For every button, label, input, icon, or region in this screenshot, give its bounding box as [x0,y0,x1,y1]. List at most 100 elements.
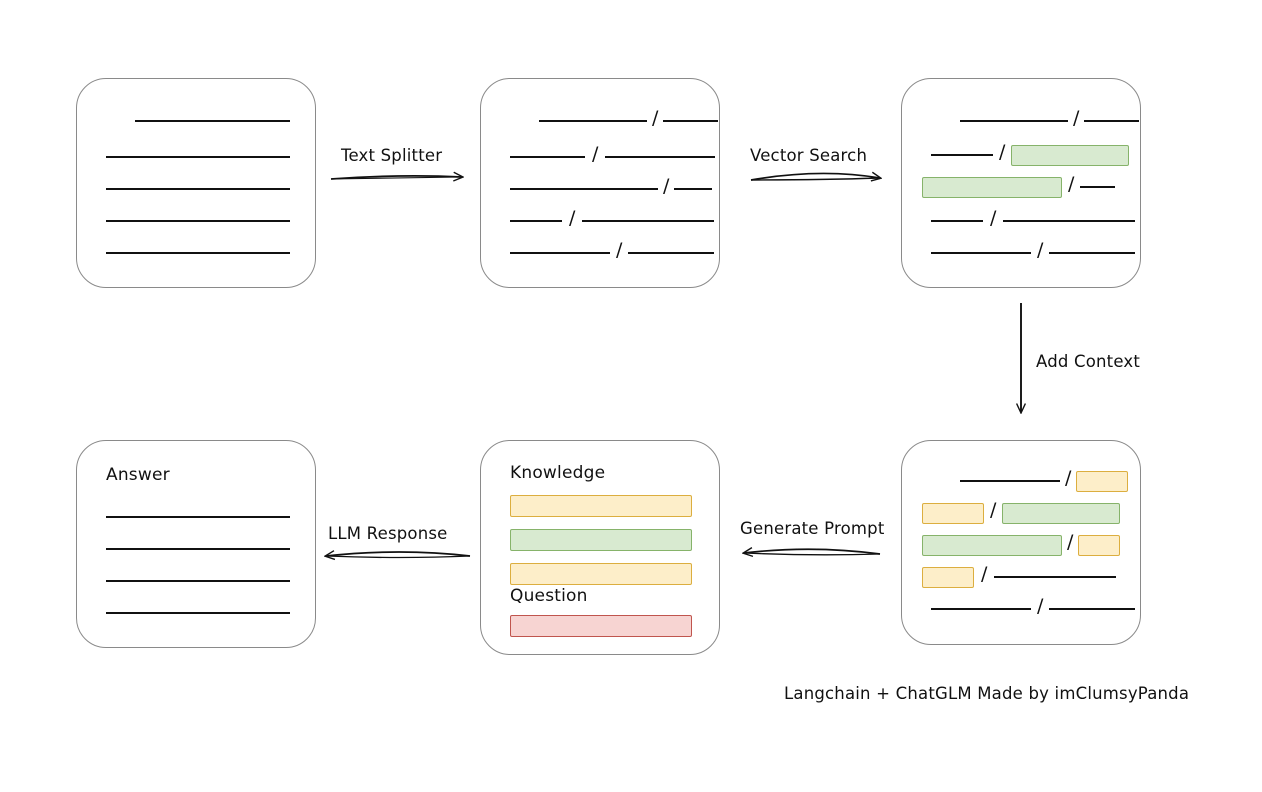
text-rule [1003,220,1136,222]
edge-label-vector-search: Vector Search [750,146,868,165]
doc-line: / [481,106,719,131]
text-rule [931,220,983,222]
text-rule [1049,608,1136,610]
vector-search-results-box[interactable]: / / / / / [901,78,1141,288]
text-rule [106,516,290,518]
doc-line: / [902,106,1140,131]
text-rule [106,580,290,582]
context-chunk-highlight [1076,470,1129,492]
answer-label: Answer [106,465,170,485]
text-rule [106,220,290,222]
edge-label-generate-prompt: Generate Prompt [740,519,885,538]
text-rule [931,252,1031,254]
chunk-separator-icon: / [981,562,988,585]
text-rule [663,120,719,122]
knowledge-label: Knowledge [510,463,606,483]
text-rule [106,612,290,614]
matched-chunk-highlight [1011,144,1130,166]
context-chunk-highlight [922,502,984,524]
chunk-separator-icon: / [663,174,670,197]
text-rule [135,120,290,122]
doc-line [77,603,315,623]
edge-text-splitter [330,176,462,179]
doc-line [77,111,315,131]
text-rule [960,120,1068,122]
text-rule [106,188,290,190]
context-chunk-highlight [1078,534,1121,556]
chunk-separator-icon: / [1073,106,1080,129]
edge-llm-response [326,552,471,558]
matched-chunk-highlight [922,176,1062,198]
doc-line: / [902,498,1140,524]
doc-line: / [481,174,719,199]
chunk-separator-icon: / [616,238,623,261]
edge-label-add-context: Add Context [1036,352,1141,371]
split-chunks-box[interactable]: / / / / / [480,78,720,288]
doc-line: / [902,530,1140,556]
text-rule [510,220,562,222]
edge-label-llm-response: LLM Response [328,524,448,543]
edge-vector-search [750,173,880,180]
doc-line [77,179,315,199]
doc-line [77,539,315,559]
text-rule [960,480,1060,482]
doc-line: / [902,238,1140,263]
doc-line: / [481,238,719,263]
context-added-chunks-box[interactable]: / / / / / [901,440,1141,645]
doc-line: / [902,466,1140,492]
matched-chunk-highlight [1002,502,1121,524]
chunk-separator-icon: / [999,140,1006,163]
text-rule [605,156,716,158]
text-rule [1084,120,1140,122]
chunk-separator-icon: / [990,206,997,229]
text-rule [106,156,290,158]
doc-line: / [902,206,1140,231]
text-rule [582,220,715,222]
doc-line [77,147,315,167]
doc-line: / [902,562,1140,588]
doc-line [77,507,315,527]
footer-credit: Langchain + ChatGLM Made by imClumsyPand… [784,684,1190,703]
text-rule [106,252,290,254]
question-label: Question [510,586,588,606]
text-rule [106,548,290,550]
text-rule [931,608,1031,610]
chunk-separator-icon: / [1067,530,1074,553]
doc-line: / [902,172,1140,198]
question-bar [510,615,692,637]
matched-chunk-highlight [922,534,1062,556]
text-rule [510,156,585,158]
doc-line: / [481,208,719,231]
context-chunk-highlight [922,566,974,588]
text-rule [994,576,1117,578]
doc-line: / [902,594,1140,619]
chunk-separator-icon: / [1037,594,1044,617]
text-rule [1049,252,1136,254]
chunk-separator-icon: / [652,106,659,129]
chunk-separator-icon: / [1065,466,1072,489]
source-document-box[interactable] [76,78,316,288]
edge-generate-prompt [744,549,881,555]
chunk-separator-icon: / [990,498,997,521]
doc-line: / [481,142,719,167]
edge-label-text-splitter: Text Splitter [341,146,443,165]
knowledge-bar [510,529,692,551]
doc-line [77,243,315,263]
chunk-separator-icon: / [1037,238,1044,261]
text-rule [510,188,658,190]
text-rule [510,252,610,254]
doc-line [77,211,315,231]
text-rule [539,120,647,122]
knowledge-bar [510,495,692,517]
text-rule [674,188,713,190]
text-rule [628,252,715,254]
generated-prompt-box[interactable]: Knowledge Question [480,440,720,655]
chunk-separator-icon: / [592,142,599,165]
doc-line: / [902,140,1140,166]
text-rule [1080,186,1116,188]
doc-line [77,571,315,591]
text-rule [931,154,993,156]
chunk-separator-icon: / [1068,172,1075,195]
answer-box[interactable]: Answer [76,440,316,648]
